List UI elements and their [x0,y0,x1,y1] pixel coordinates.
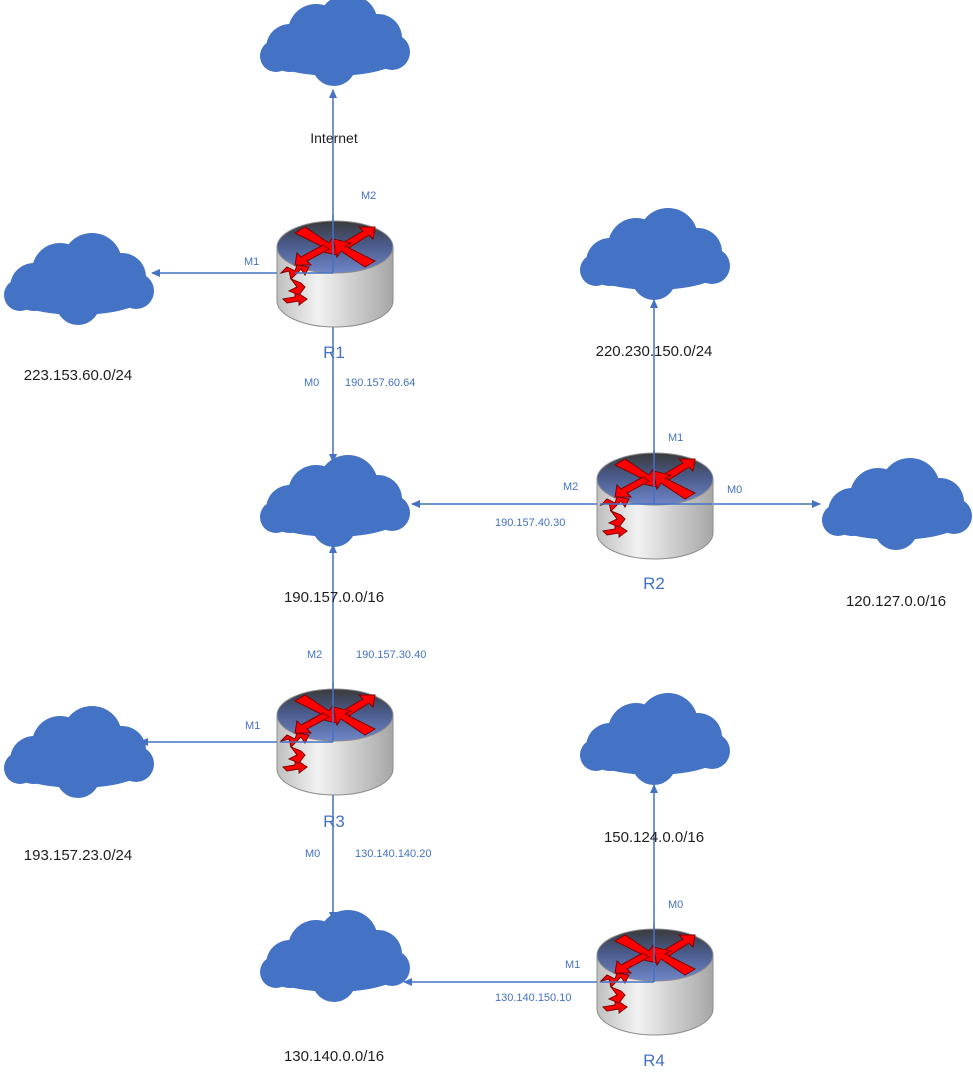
r4-m1-ip: 130.140.150.10 [495,992,571,1004]
router-r4-label: R4 [643,1051,665,1070]
r3-m1-label: M1 [245,720,260,732]
network-190-label: 190.157.0.0/16 [284,589,384,606]
r2-m2-ip: 190.157.40.30 [495,517,565,529]
network-130-label: 130.140.0.0/16 [284,1048,384,1065]
cloud-120-127 [822,458,972,550]
r4-m1-label: M1 [565,959,580,971]
r3-m0-label: M0 [305,848,320,860]
cloud-150-124 [580,693,730,785]
r3-m0-ip: 130.140.140.20 [355,848,431,860]
cloud-223-153-60 [4,233,154,325]
r2-m0-label: M0 [727,484,742,496]
network-150-label: 150.124.0.0/16 [604,829,704,846]
cloud-190-157 [260,455,410,547]
r2-m1-label: M1 [668,432,683,444]
network-220-label: 220.230.150.0/24 [596,343,713,360]
router-r2 [596,452,714,560]
r3-m2-label: M2 [307,649,322,661]
r4-m0-label: M0 [668,899,683,911]
router-r2-label: R2 [643,574,665,593]
r1-m1-label: M1 [244,256,259,268]
r2-m2-label: M2 [563,481,578,493]
router-r1-label: R1 [323,343,345,362]
router-r3-label: R3 [323,812,345,831]
r3-m2-ip: 190.157.30.40 [356,649,426,661]
cloud-193-157-23 [4,706,154,798]
cloud-130-140 [260,910,410,1002]
cloud-internet [260,0,410,86]
r1-m0-label: M0 [304,377,319,389]
network-193-label: 193.157.23.0/24 [24,847,132,864]
network-120-label: 120.127.0.0/16 [846,593,946,610]
internet-label: Internet [310,130,358,146]
cloud-220-230-150 [580,208,730,300]
r1-m2-label: M2 [361,190,376,202]
router-r1 [276,220,394,328]
network-223-label: 223.153.60.0/24 [24,367,132,384]
r1-m0-ip: 190.157.60.64 [345,377,415,389]
